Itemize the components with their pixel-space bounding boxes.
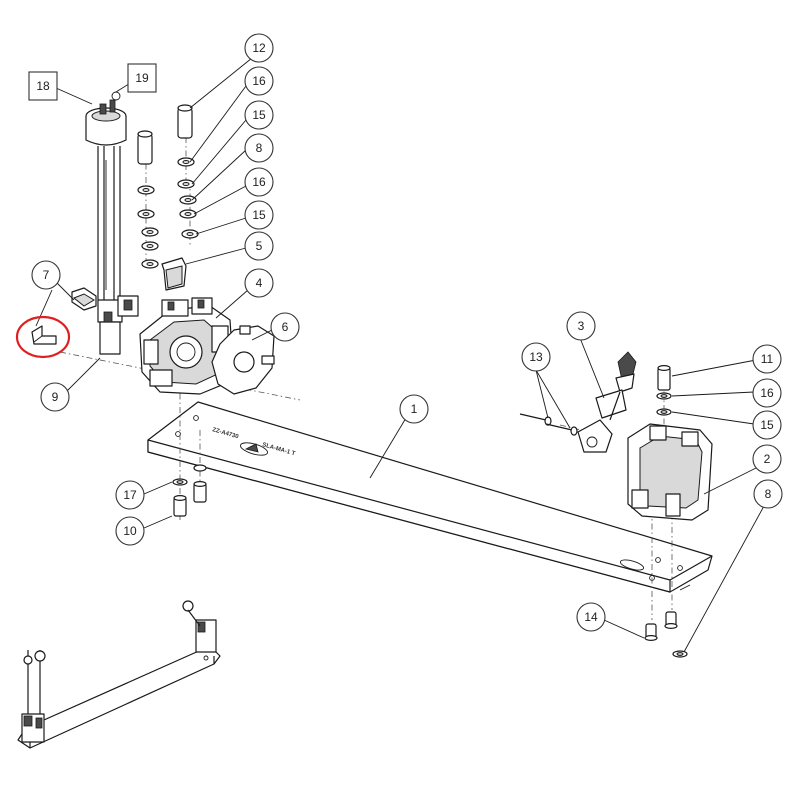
callout-9-label: 9 xyxy=(52,390,59,404)
callout-17: 17 xyxy=(115,480,145,510)
callout-17-label: 17 xyxy=(123,488,137,502)
callout-19-label: 19 xyxy=(135,71,149,85)
assembled-view-inset xyxy=(17,600,221,749)
callout-8-upper: 8 xyxy=(244,133,274,163)
callout-19: 19 xyxy=(127,63,157,93)
callout-1-label: 1 xyxy=(411,402,418,416)
callout-1: 1 xyxy=(399,394,429,424)
callout-5-label: 5 xyxy=(256,239,263,253)
mounting-plate-part xyxy=(211,325,275,395)
red-highlight-circle xyxy=(15,315,71,359)
callout-12: 12 xyxy=(244,33,274,63)
bottom-screws-left xyxy=(172,464,207,517)
callout-4: 4 xyxy=(244,268,274,298)
callout-8-upper-label: 8 xyxy=(256,141,263,155)
callout-16-a-label: 16 xyxy=(252,74,266,88)
highlighted-bracket-clip xyxy=(31,325,57,345)
callout-2: 2 xyxy=(752,444,782,474)
callout-8-lower-label: 8 xyxy=(765,487,772,501)
callout-15-b-label: 15 xyxy=(252,208,266,222)
washer-stack-left xyxy=(137,130,159,269)
main-bracket-plate: ZZ-A4730 SLA-MA-1 T xyxy=(147,401,713,593)
callout-10: 10 xyxy=(115,516,145,546)
clamp-block xyxy=(139,297,235,395)
callout-10-label: 10 xyxy=(123,524,137,538)
callout-6-label: 6 xyxy=(282,320,289,334)
callout-15-b: 15 xyxy=(244,200,274,230)
callout-7: 7 xyxy=(31,260,61,290)
callout-16-c: 16 xyxy=(752,378,782,408)
callout-7-label: 7 xyxy=(43,268,50,282)
callout-16-b-label: 16 xyxy=(252,175,266,189)
right-block xyxy=(627,423,713,521)
callout-8-lower: 8 xyxy=(753,479,783,509)
callout-9: 9 xyxy=(40,382,70,412)
callout-15-c: 15 xyxy=(752,410,782,440)
callout-13: 13 xyxy=(521,342,551,372)
callout-4-label: 4 xyxy=(256,276,263,290)
callout-5: 5 xyxy=(244,231,274,261)
callout-12-label: 12 xyxy=(252,41,266,55)
callout-18-label: 18 xyxy=(36,79,50,93)
lever-assembly xyxy=(577,351,637,453)
bottom-screws-right xyxy=(644,611,688,658)
screws-13 xyxy=(519,413,578,436)
callout-6: 6 xyxy=(270,312,300,342)
callout-14: 14 xyxy=(576,602,606,632)
callout-balloons: 1 2 3 4 5 6 7 8 8 9 10 11 12 13 14 15 15… xyxy=(28,33,783,632)
callout-11: 11 xyxy=(752,344,782,374)
callout-2-label: 2 xyxy=(764,452,771,466)
callout-18: 18 xyxy=(28,71,58,101)
sensor-rod-assembly xyxy=(85,91,139,355)
bolt-11-washers xyxy=(656,365,672,416)
callout-3: 3 xyxy=(566,311,596,341)
callout-16-b: 16 xyxy=(244,167,274,197)
leader-lines xyxy=(35,57,765,653)
washer-stack-right xyxy=(177,104,199,239)
callout-15-c-label: 15 xyxy=(760,418,774,432)
callout-14-label: 14 xyxy=(584,610,598,624)
callout-11-label: 11 xyxy=(761,352,774,366)
small-bracket-clip xyxy=(71,287,97,311)
callout-15-a: 15 xyxy=(244,100,274,130)
callout-13-label: 13 xyxy=(529,350,543,364)
clip-part xyxy=(161,257,187,291)
callout-15-a-label: 15 xyxy=(252,108,266,122)
callout-16-c-label: 16 xyxy=(760,386,774,400)
callout-3-label: 3 xyxy=(578,319,585,333)
callout-16-a: 16 xyxy=(244,66,274,96)
